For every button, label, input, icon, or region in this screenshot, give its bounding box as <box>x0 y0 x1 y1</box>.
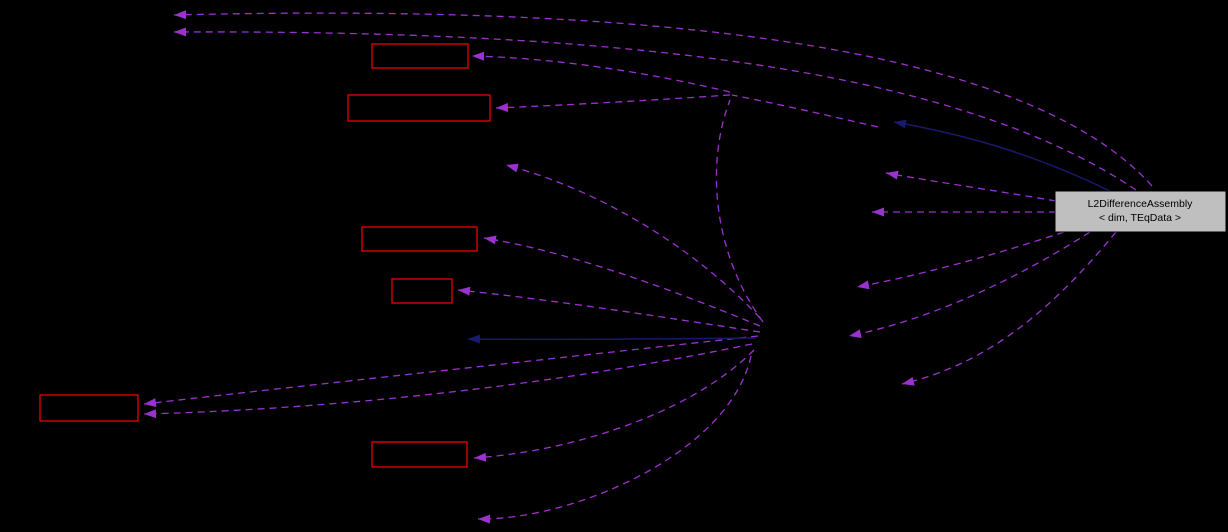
graph-node-box-1[interactable] <box>371 43 469 69</box>
graph-node-box-2[interactable] <box>347 94 491 122</box>
edge-dashed-to-box-d <box>457 286 761 333</box>
graph-node-box-5[interactable] <box>39 394 139 422</box>
edge-solid-upper <box>893 119 1113 193</box>
graph-node-box-3[interactable] <box>361 226 478 252</box>
edge-dashed-fan-4 <box>848 231 1091 339</box>
edge-dashed-to-box-a <box>471 51 731 93</box>
graph-node-box-6[interactable] <box>371 441 468 468</box>
edge-dashed-fan-3 <box>856 231 1065 290</box>
current-node: L2DifferenceAssembly < dim, TEqData > <box>1054 190 1227 233</box>
edge-dashed-to-box-e-1 <box>143 335 759 408</box>
current-node-box <box>1054 190 1227 233</box>
current-node-label-line2: < dim, TEqData > <box>1099 212 1181 224</box>
edge-solid-middle <box>467 334 757 344</box>
edge-dashed-junction-feed <box>731 94 879 128</box>
edge-dashed-fan-1 <box>885 170 1057 202</box>
edge-dashed-top-1 <box>173 10 1153 187</box>
edge-dashed-to-box-c <box>483 235 761 327</box>
edge-dashed-to-mid-left <box>505 163 761 319</box>
edge-dashed-fan-5 <box>901 231 1117 386</box>
current-node-label-line1: L2DifferenceAssembly <box>1088 198 1194 210</box>
edge-dashed-to-box-b <box>495 94 731 113</box>
graph-node-box-4[interactable] <box>391 278 453 304</box>
edge-dashed-to-bottom <box>477 355 752 524</box>
edge-dashed-to-box-f <box>473 349 755 462</box>
edge-dashed-top-2 <box>173 27 1137 191</box>
edge-dashed-hub-to-junction <box>715 99 764 323</box>
edge-dashed-to-box-e-2 <box>143 343 753 419</box>
